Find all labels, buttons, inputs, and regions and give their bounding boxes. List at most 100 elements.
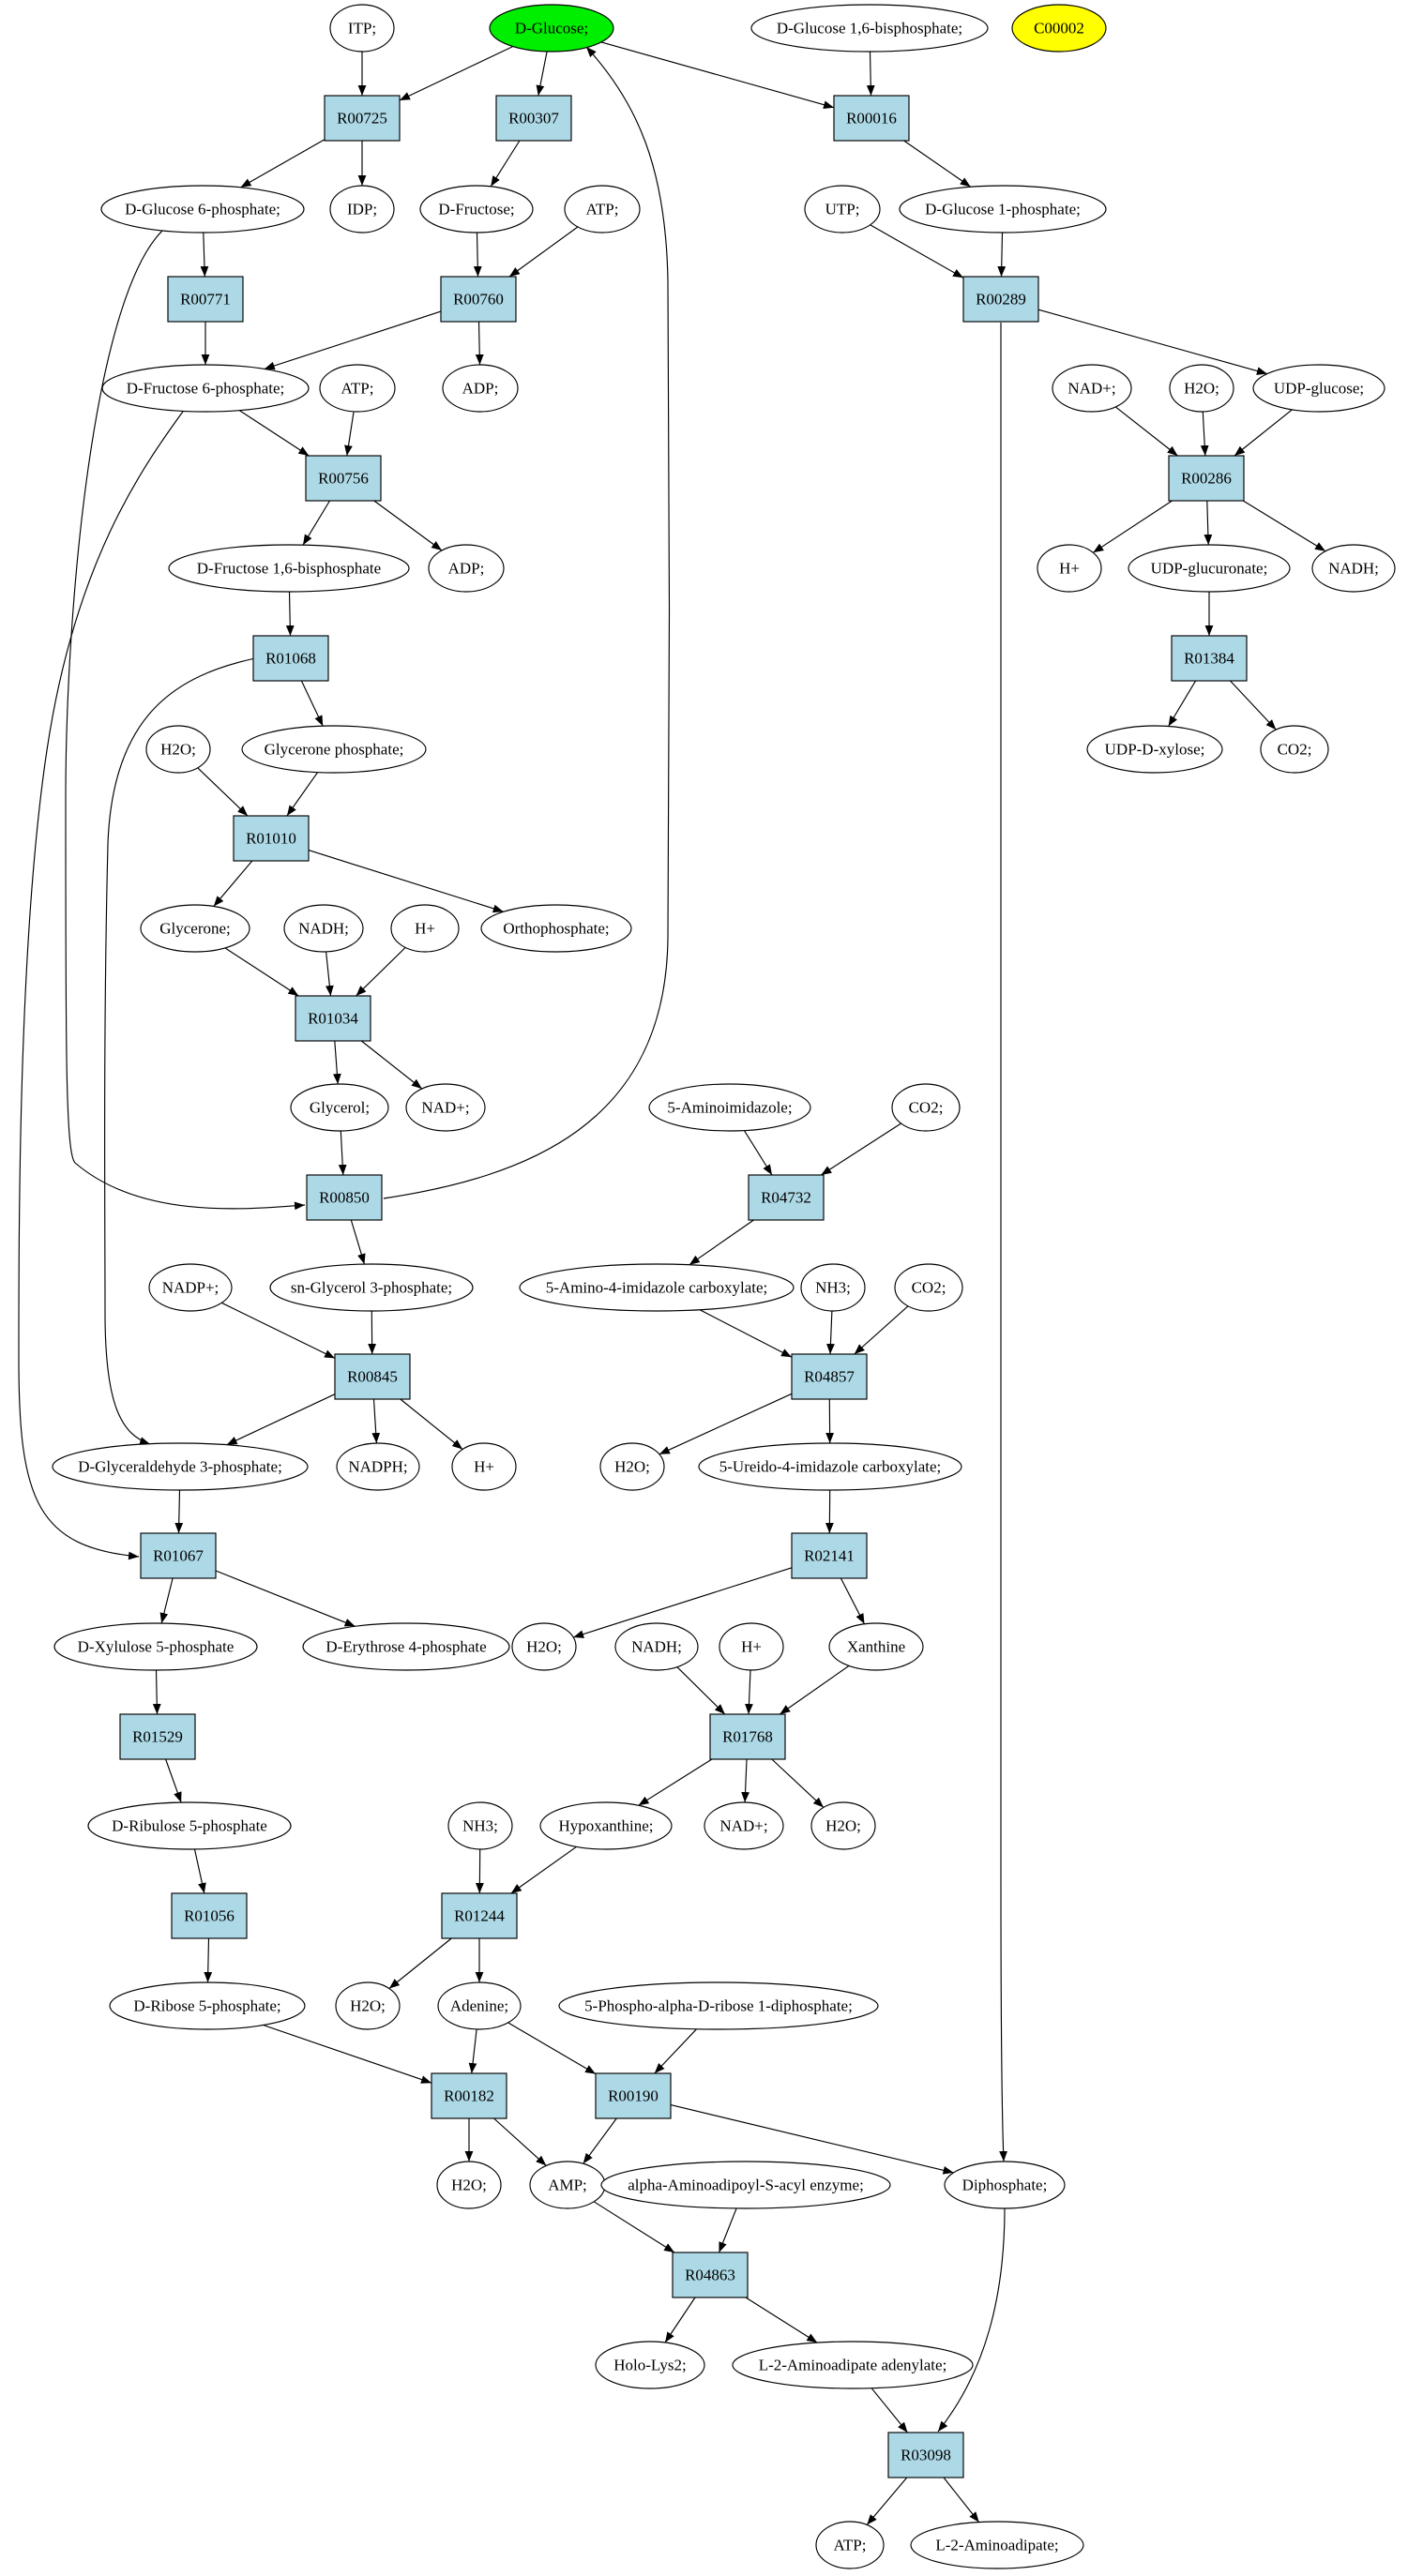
compound-node-pi[interactable]: Orthophosphate; <box>480 904 632 953</box>
reaction-node-r00016[interactable]: R00016 <box>833 95 910 142</box>
compound-node-gap[interactable]: D-Glyceraldehyde 3-phosphate; <box>52 1442 309 1491</box>
compound-node-ru5p[interactable]: D-Ribulose 5-phosphate <box>87 1801 292 1850</box>
reaction-node-r00307[interactable]: R00307 <box>495 95 572 142</box>
compound-node-amp[interactable]: AMP; <box>529 2161 606 2209</box>
compound-node-uic[interactable]: 5-Ureido-4-imidazole carboxylate; <box>698 1442 962 1491</box>
compound-node-nadp3[interactable]: NAD+; <box>704 1801 784 1850</box>
compound-node-h2o2[interactable]: H2O; <box>145 725 211 774</box>
reaction-node-r00760[interactable]: R00760 <box>440 276 517 323</box>
compound-node-r5p[interactable]: D-Ribose 5-phosphate; <box>109 1981 306 2030</box>
compound-node-co2b[interactable]: CO2; <box>891 1083 961 1132</box>
compound-node-f6p[interactable]: D-Fructose 6-phosphate; <box>101 364 310 413</box>
compound-node-udpx[interactable]: UDP-D-xylose; <box>1086 725 1223 774</box>
compound-ellipse <box>428 544 505 593</box>
node-label: H2O; <box>160 741 196 759</box>
compound-node-dglc[interactable]: D-Glucose; <box>489 4 614 53</box>
compound-node-hyp[interactable]: Hypoxanthine; <box>539 1801 673 1850</box>
compound-node-h2o4[interactable]: H2O; <box>511 1622 577 1671</box>
compound-node-co2a[interactable]: CO2; <box>1260 725 1329 774</box>
compound-node-prpp[interactable]: 5-Phospho-alpha-D-ribose 1-diphosphate; <box>558 1981 879 2030</box>
compound-node-l2aa[interactable]: L-2-Aminoadipate; <box>910 2521 1084 2569</box>
reaction-node-r00845[interactable]: R00845 <box>334 1353 411 1400</box>
node-label: 5-Ureido-4-imidazole carboxylate; <box>719 1458 941 1476</box>
compound-node-ade[interactable]: Adenine; <box>437 1981 522 2030</box>
compound-node-nadh1[interactable]: NADH; <box>1311 544 1396 593</box>
compound-node-udpga[interactable]: UDP-glucuronate; <box>1128 544 1291 593</box>
compound-node-g3p[interactable]: sn-Glycerol 3-phosphate; <box>269 1263 474 1312</box>
reaction-node-r01056[interactable]: R01056 <box>171 1892 248 1939</box>
compound-node-nadpp[interactable]: NADP+; <box>148 1263 233 1312</box>
reaction-node-r01244[interactable]: R01244 <box>441 1892 518 1939</box>
compound-node-nadh2[interactable]: NADH; <box>283 904 364 953</box>
compound-node-glycerone[interactable]: Glycerone; <box>140 904 250 953</box>
compound-node-nh3b[interactable]: NH3; <box>447 1801 513 1850</box>
compound-node-h2o7[interactable]: H2O; <box>436 2161 502 2209</box>
compound-node-fbp[interactable]: D-Fructose 1,6-bisphosphate <box>168 544 410 593</box>
compound-node-nadp1[interactable]: NAD+; <box>1052 364 1132 413</box>
reaction-node-r01067[interactable]: R01067 <box>140 1532 217 1579</box>
compound-node-g1p[interactable]: D-Glucose 1-phosphate; <box>899 185 1107 233</box>
compound-node-glycerol[interactable]: Glycerol; <box>290 1083 389 1132</box>
reaction-node-r01068[interactable]: R01068 <box>252 635 329 682</box>
reaction-node-r03098[interactable]: R03098 <box>887 2432 964 2478</box>
reaction-node-r04857[interactable]: R04857 <box>791 1353 868 1400</box>
edge-utp-to-r00289 <box>870 224 964 279</box>
compound-node-nadh3[interactable]: NADH; <box>614 1622 699 1671</box>
compound-node-dfru[interactable]: D-Fructose; <box>419 185 534 233</box>
reaction-node-r01529[interactable]: R01529 <box>119 1713 196 1760</box>
compound-node-hp2[interactable]: H+ <box>390 904 460 953</box>
reaction-node-r04863[interactable]: R04863 <box>672 2252 749 2298</box>
reaction-node-r00771[interactable]: R00771 <box>167 276 244 323</box>
compound-node-utp[interactable]: UTP; <box>804 185 881 233</box>
compound-node-itp[interactable]: ITP; <box>329 4 395 53</box>
compound-node-hp3[interactable]: H+ <box>451 1442 517 1491</box>
compound-node-nh3a[interactable]: NH3; <box>800 1263 866 1312</box>
compound-node-adp2[interactable]: ADP; <box>428 544 505 593</box>
reaction-node-r01034[interactable]: R01034 <box>295 995 371 1042</box>
reaction-node-r00286[interactable]: R00286 <box>1168 455 1245 502</box>
compound-node-aic[interactable]: 5-Amino-4-imidazole carboxylate; <box>519 1263 795 1312</box>
compound-node-e4p[interactable]: D-Erythrose 4-phosphate <box>302 1622 510 1671</box>
reaction-node-r01768[interactable]: R01768 <box>709 1713 786 1760</box>
compound-node-nadph[interactable]: NADPH; <box>336 1442 420 1491</box>
compound-node-h2o1[interactable]: H2O; <box>1169 364 1234 413</box>
reaction-node-r01384[interactable]: R01384 <box>1171 635 1248 682</box>
compound-node-udpg[interactable]: UDP-glucose; <box>1252 364 1385 413</box>
reaction-node-r02141[interactable]: R02141 <box>791 1532 868 1579</box>
reaction-node-r04732[interactable]: R04732 <box>748 1174 825 1221</box>
compound-node-aim[interactable]: 5-Aminoimidazole; <box>648 1083 811 1132</box>
compound-node-g6p[interactable]: D-Glucose 6-phosphate; <box>100 185 305 233</box>
compound-node-h2o3[interactable]: H2O; <box>599 1442 665 1491</box>
compound-node-atp1[interactable]: ATP; <box>564 185 641 233</box>
compound-node-atp3[interactable]: ATP; <box>815 2521 885 2569</box>
compound-node-l2aad[interactable]: L-2-Aminoadipate adenylate; <box>732 2341 974 2389</box>
compound-node-co2c[interactable]: CO2; <box>894 1263 963 1312</box>
compound-node-g16bp[interactable]: D-Glucose 1,6-bisphosphate; <box>750 4 989 53</box>
node-label: D-Glucose 1-phosphate; <box>925 201 1081 218</box>
edge-x5p-to-r01529 <box>152 1669 161 1715</box>
compound-node-ppi[interactable]: Diphosphate; <box>944 2161 1066 2209</box>
compound-node-adp1[interactable]: ADP; <box>442 364 519 413</box>
compound-node-hp1[interactable]: H+ <box>1037 544 1102 593</box>
reaction-node-r00289[interactable]: R00289 <box>962 276 1039 323</box>
edge-hp2-to-r01034 <box>356 946 406 997</box>
reaction-node-r01010[interactable]: R01010 <box>233 815 310 862</box>
reaction-box <box>431 2072 507 2119</box>
reaction-node-r00182[interactable]: R00182 <box>431 2072 507 2119</box>
compound-node-xan[interactable]: Xanthine <box>828 1622 924 1671</box>
reaction-node-r00725[interactable]: R00725 <box>324 95 401 142</box>
compound-node-h2o5[interactable]: H2O; <box>810 1801 876 1850</box>
compound-node-c00002[interactable]: C00002 <box>1011 4 1107 53</box>
compound-node-glyp[interactable]: Glycerone phosphate; <box>241 725 427 774</box>
compound-node-hp4[interactable]: H+ <box>719 1622 784 1671</box>
compound-node-h2o6[interactable]: H2O; <box>335 1981 401 2030</box>
reaction-node-r00850[interactable]: R00850 <box>306 1174 383 1221</box>
compound-node-hl2[interactable]: Holo-Lys2; <box>595 2341 705 2389</box>
compound-node-idp[interactable]: IDP; <box>329 185 395 233</box>
reaction-node-r00756[interactable]: R00756 <box>305 455 382 502</box>
compound-node-x5p[interactable]: D-Xylulose 5-phosphate <box>53 1622 258 1671</box>
compound-node-aase[interactable]: alpha-Aminoadipoyl-S-acyl enzyme; <box>600 2161 891 2209</box>
compound-node-atp2[interactable]: ATP; <box>319 364 396 413</box>
compound-node-nadp2[interactable]: NAD+; <box>405 1083 486 1132</box>
reaction-node-r00190[interactable]: R00190 <box>595 2072 672 2119</box>
